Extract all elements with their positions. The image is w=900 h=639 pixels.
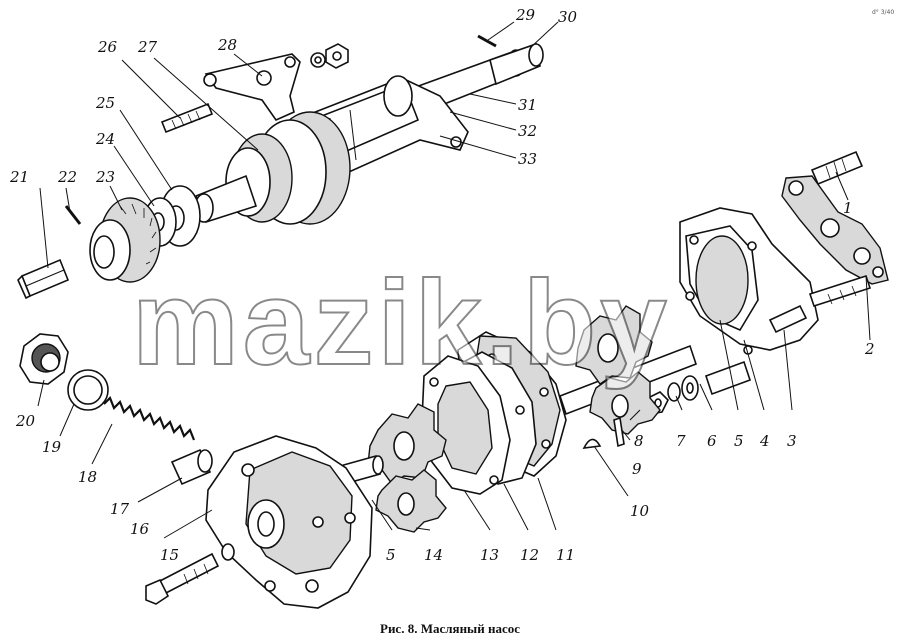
- callout-22: 22: [57, 168, 77, 186]
- callout-2: 2: [864, 340, 875, 358]
- callout-13: 13: [480, 546, 499, 564]
- callout-32: 32: [518, 122, 537, 140]
- callout-25: 25: [95, 94, 115, 112]
- part-8-gears: [558, 305, 698, 435]
- part-6-bushing: [681, 375, 699, 401]
- callout-29: 29: [515, 6, 536, 24]
- part-23-drive-gear: [89, 197, 161, 283]
- callout-23: 23: [95, 168, 115, 186]
- callout-14: 14: [424, 546, 443, 564]
- callout-17: 17: [110, 500, 130, 518]
- callout-labels: 1 2 3 4 5 5 6 7 8 9 10 11 12 13 14 15 16…: [9, 6, 875, 564]
- part-10-woodruff-key: [582, 438, 602, 449]
- callout-1: 1: [843, 199, 853, 217]
- callout-31: 31: [518, 96, 537, 114]
- part-22-pin: [64, 205, 82, 225]
- part-28-nut-washer: [310, 43, 349, 69]
- callout-20: 20: [15, 412, 36, 430]
- part-3-stud: [768, 274, 872, 334]
- callout-9: 9: [632, 460, 642, 478]
- callout-24: 24: [95, 130, 115, 148]
- callout-12: 12: [520, 546, 539, 564]
- callout-6: 6: [707, 432, 717, 450]
- callout-15: 15: [160, 546, 179, 564]
- callout-16: 16: [130, 520, 150, 538]
- part-26-stud: [160, 102, 214, 134]
- part-15-bolt: [145, 543, 235, 605]
- part-17-plunger: [170, 448, 213, 486]
- part-9-key: [613, 416, 625, 448]
- part-28-bracket: [203, 53, 301, 121]
- part-20-plug: [19, 333, 69, 385]
- callout-5-lower: 5: [386, 546, 396, 564]
- part-1-stud: [810, 150, 864, 186]
- callout-21: 21: [9, 168, 29, 186]
- figure-caption: Рис. 8. Масляный насос: [380, 621, 520, 636]
- part-4-pump-body: [679, 207, 819, 355]
- callout-11: 11: [556, 546, 575, 564]
- parts-artwork: [17, 34, 889, 609]
- callout-33: 33: [518, 150, 537, 168]
- leader-lines: [37, 21, 871, 539]
- callout-10: 10: [630, 502, 650, 520]
- callout-8: 8: [634, 432, 644, 450]
- watermark: mazik.by: [132, 256, 671, 390]
- part-2-gasket: [781, 175, 889, 285]
- callout-7: 7: [676, 432, 686, 450]
- callout-27: 27: [137, 38, 158, 56]
- part-21-hex-rod: [17, 258, 70, 300]
- callout-30: 30: [558, 8, 578, 26]
- part-29-cotter-pin: [477, 34, 497, 48]
- part-18-spring: [103, 396, 196, 441]
- callout-19: 19: [42, 438, 62, 456]
- callout-18: 18: [78, 468, 97, 486]
- part-27-gear-assembly: [194, 111, 351, 225]
- callout-3: 3: [787, 432, 797, 450]
- callout-28: 28: [217, 36, 237, 54]
- callout-5-upper: 5: [734, 432, 744, 450]
- part-19-washer: [67, 369, 109, 411]
- corner-mark: d° 3/40: [872, 9, 894, 16]
- part-16-pump-cover: [205, 435, 373, 609]
- callout-26: 26: [97, 38, 118, 56]
- callout-4: 4: [759, 432, 770, 450]
- part-5-shaft-upper: [704, 360, 752, 396]
